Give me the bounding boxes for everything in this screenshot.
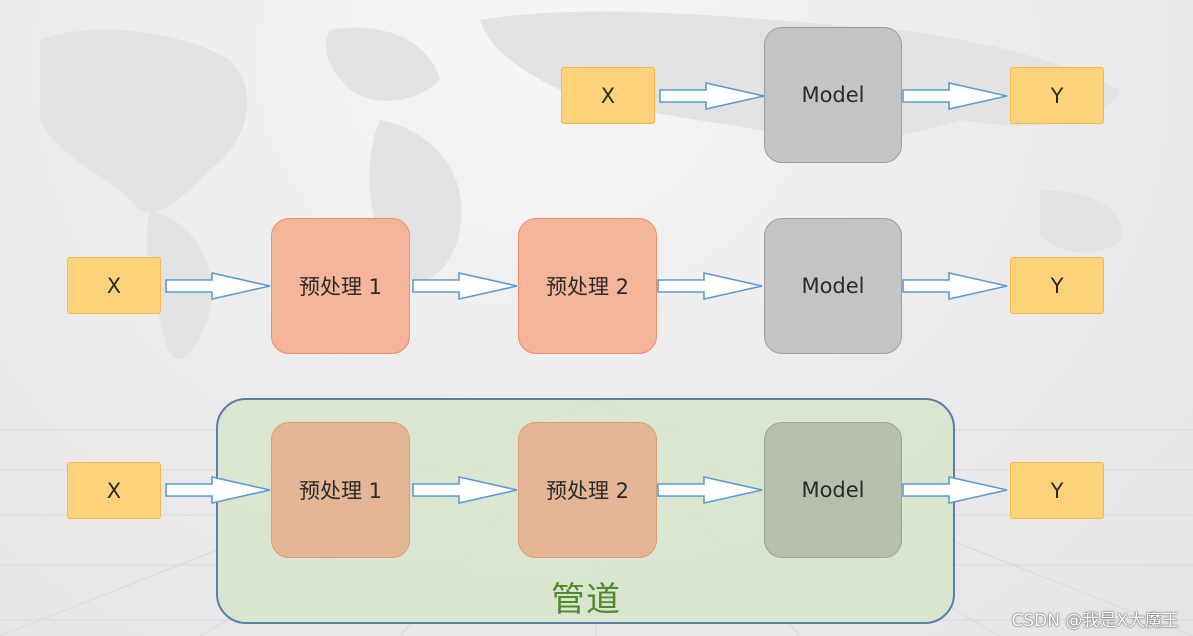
- watermark: CSDN @我是X大魔王: [1011, 611, 1179, 631]
- row1-output-y: Y: [1010, 67, 1104, 124]
- row2-preprocess-2: 预处理 2: [518, 218, 657, 354]
- row3-preprocess-2: 预处理 2: [518, 422, 657, 558]
- row2-preprocess-1: 预处理 1: [271, 218, 410, 354]
- row2-output-y: Y: [1010, 257, 1104, 314]
- pipeline-label: 管道: [551, 580, 621, 620]
- row3-output-y: Y: [1010, 462, 1104, 519]
- row2-model: Model: [764, 218, 902, 354]
- row3-input-x: X: [67, 462, 161, 519]
- row1-model: Model: [764, 27, 902, 163]
- row2-input-x: X: [67, 257, 161, 314]
- row3-preprocess-1: 预处理 1: [271, 422, 410, 558]
- row3-model: Model: [764, 422, 902, 558]
- row1-input-x: X: [561, 67, 655, 124]
